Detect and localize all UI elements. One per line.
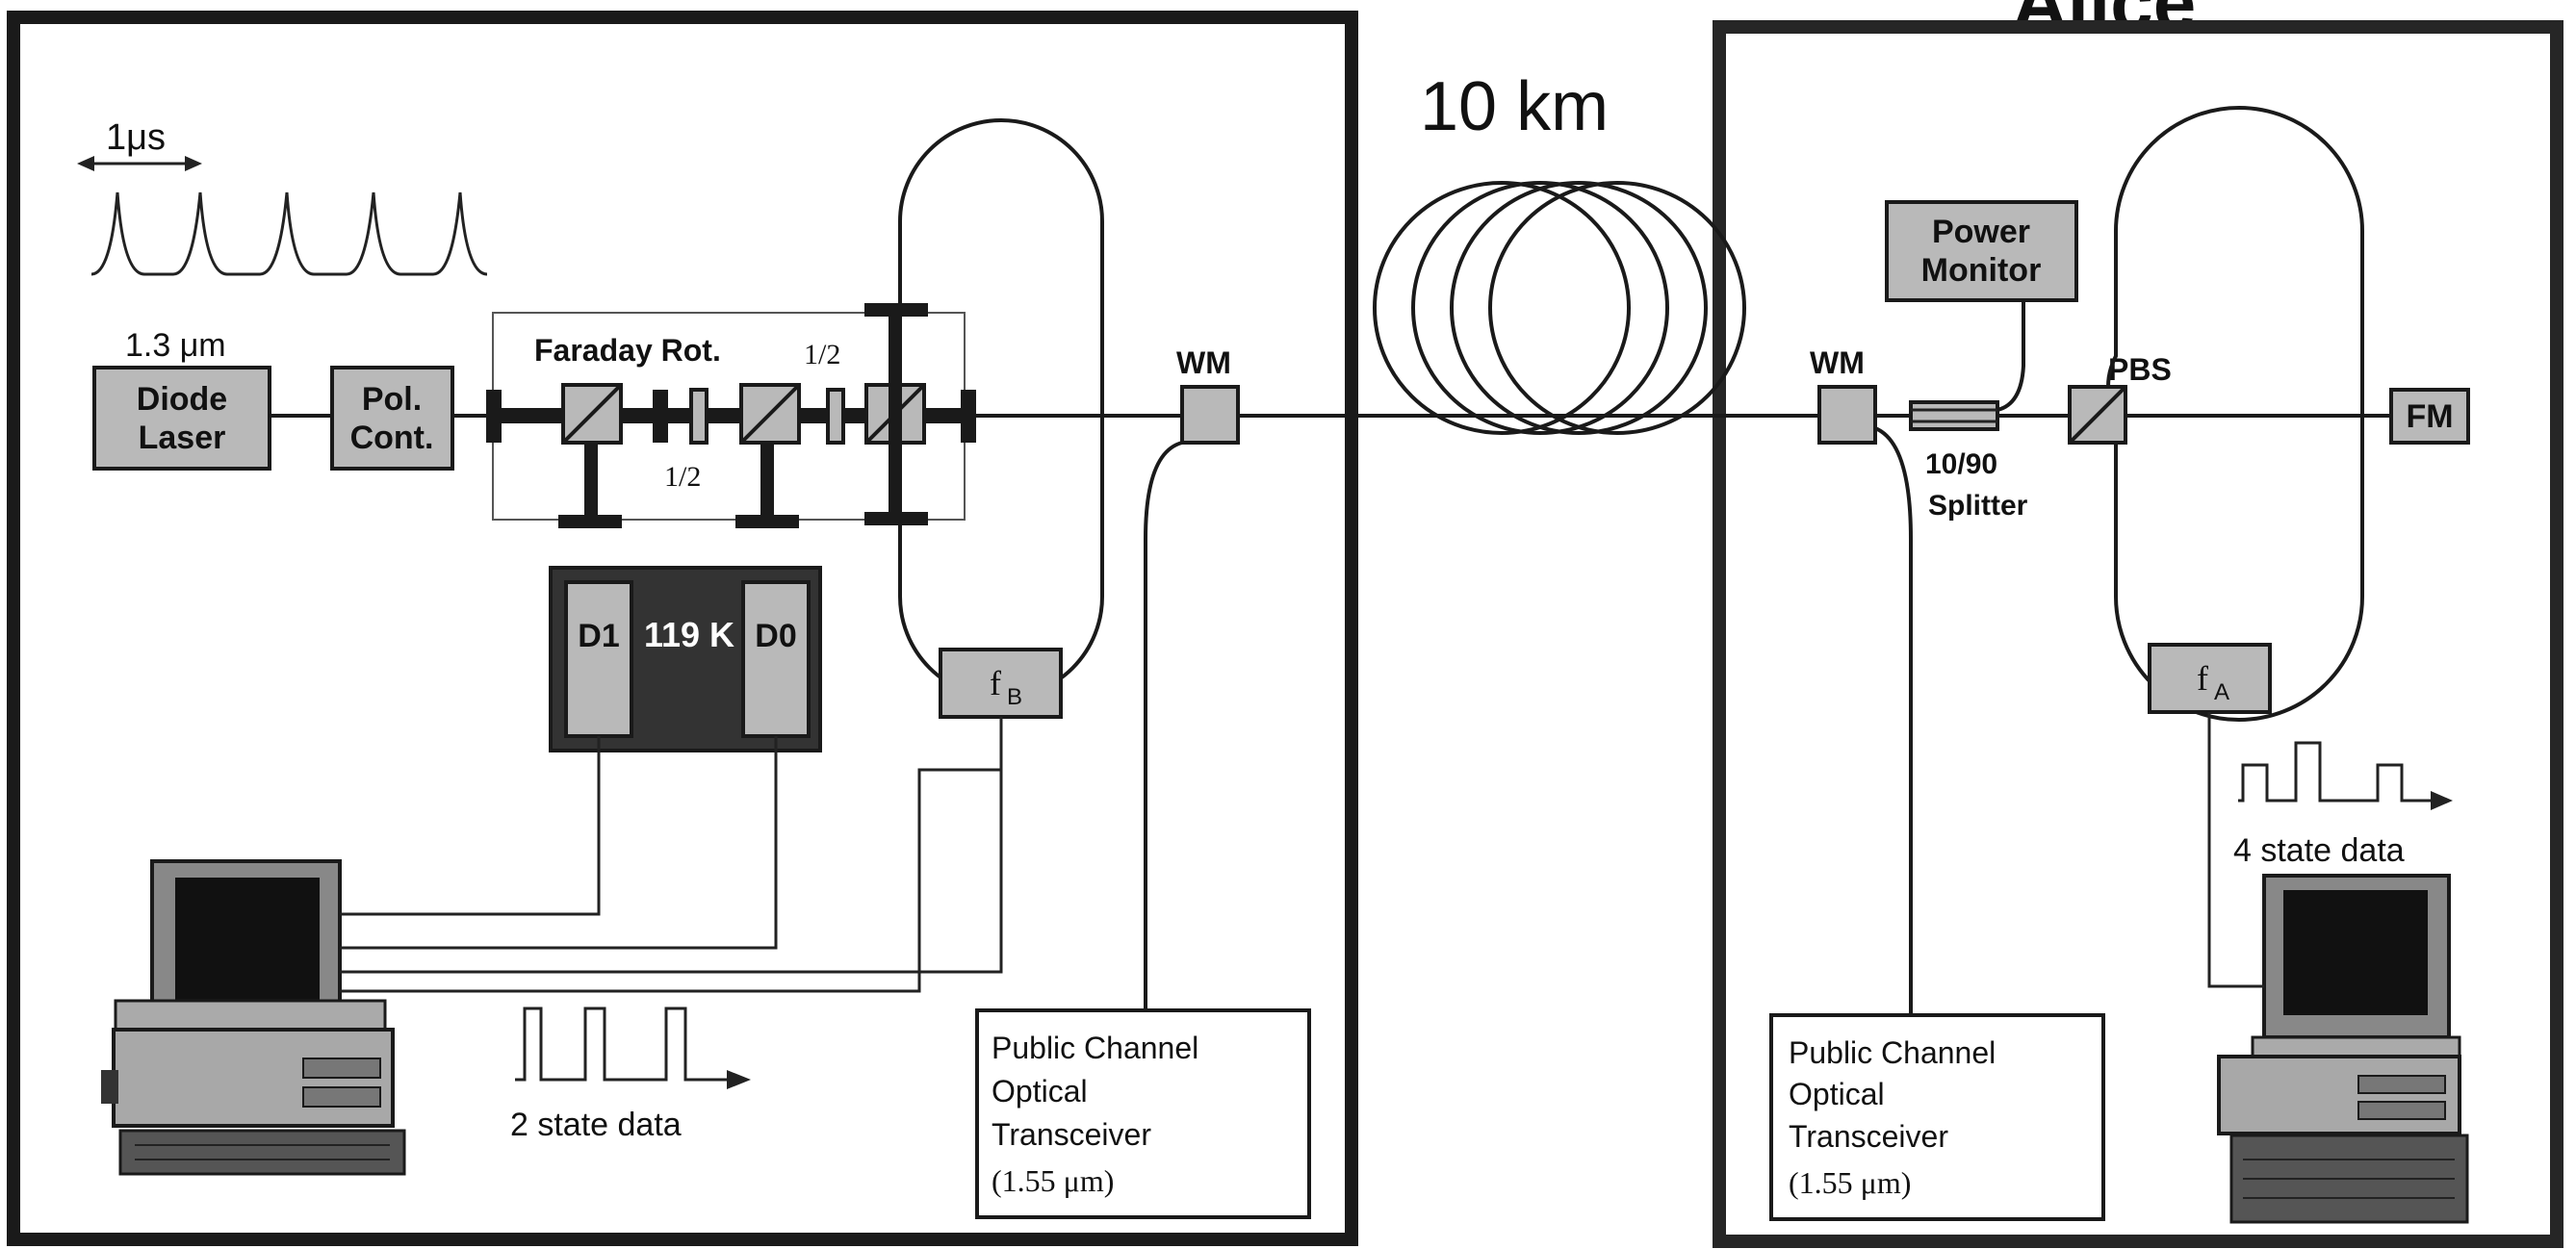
svg-text:Optical: Optical xyxy=(992,1074,1088,1109)
cryostat: D1 D0 119 K xyxy=(549,566,822,752)
alice-frame xyxy=(1713,20,2563,1248)
svg-text:Laser: Laser xyxy=(139,420,226,456)
alice-public-channel-transceiver: Public Channel Optical Transceiver (1.55… xyxy=(1769,1013,2105,1221)
bob-public-channel-transceiver: Public Channel Optical Transceiver (1.55… xyxy=(975,1008,1311,1219)
polarizing-beam-splitter xyxy=(2068,385,2127,445)
alice-state-data-label: 4 state data xyxy=(2233,832,2405,869)
svg-text:D1: D1 xyxy=(578,618,619,654)
bob-phase-modulator: f B xyxy=(939,648,1063,719)
polarization-controller: Pol. Cont. xyxy=(330,366,454,471)
bob-frame xyxy=(7,11,1358,1246)
splitter-label-line2: Splitter xyxy=(1928,490,2028,522)
bob-computer xyxy=(101,859,406,1176)
svg-text:Transceiver: Transceiver xyxy=(1789,1119,1948,1154)
diode-laser: Diode Laser xyxy=(92,366,271,471)
svg-text:Power: Power xyxy=(1932,214,2030,250)
detector-d0 xyxy=(741,580,811,738)
alice-wdm xyxy=(1817,385,1877,445)
bob-half-wave-plate-2 xyxy=(826,388,845,445)
svg-text:D0: D0 xyxy=(755,618,796,654)
cryostat-temperature: 119 K xyxy=(644,615,734,654)
svg-text:A: A xyxy=(2214,679,2229,705)
laser-wavelength-label: 1.3 μm xyxy=(125,327,226,364)
alice-four-state-data-graphic: 4 state data xyxy=(2233,741,2453,869)
svg-text:FM: FM xyxy=(2406,398,2453,435)
pulse-train-graphic: 1μs xyxy=(77,117,488,276)
half-wave-label-bottom: 1/2 xyxy=(664,461,701,493)
faraday-rotator-label: Faraday Rot. xyxy=(534,333,721,368)
svg-text:Pol.: Pol. xyxy=(362,381,422,418)
svg-text:Cont.: Cont. xyxy=(350,420,434,456)
svg-text:B: B xyxy=(1007,684,1022,710)
pbs-label: PBS xyxy=(2108,352,2172,387)
svg-text:(1.55 μm): (1.55 μm) xyxy=(1789,1165,1911,1200)
bob-half-wave-plate-1 xyxy=(689,388,708,445)
alice-computer xyxy=(2217,874,2469,1224)
detector-d1 xyxy=(564,580,633,738)
svg-text:f: f xyxy=(2197,659,2208,698)
fiber-spool xyxy=(1373,181,1746,435)
alice-phase-modulator: f A xyxy=(2148,643,2272,714)
splitter-label-line1: 10/90 xyxy=(1925,448,1997,480)
half-wave-label-top: 1/2 xyxy=(804,339,840,370)
power-monitor: Power Monitor xyxy=(1885,200,2078,302)
svg-text:Public Channel: Public Channel xyxy=(992,1031,1198,1065)
svg-text:(1.55 μm): (1.55 μm) xyxy=(992,1163,1114,1198)
svg-text:Transceiver: Transceiver xyxy=(992,1117,1151,1152)
svg-text:Monitor: Monitor xyxy=(1921,252,2042,289)
svg-text:Public Channel: Public Channel xyxy=(1789,1035,1996,1070)
bob-two-state-data-graphic: 2 state data xyxy=(510,1007,751,1143)
alice-splitter xyxy=(1909,400,1999,431)
bob-state-data-label: 2 state data xyxy=(510,1107,682,1143)
svg-text:f: f xyxy=(990,664,1001,702)
bob-beam-splitter-1 xyxy=(561,383,623,445)
alice-wdm-label: WM xyxy=(1810,345,1865,380)
bob-wdm-label: WM xyxy=(1176,345,1231,380)
faraday-mirror xyxy=(2389,388,2470,445)
svg-text:Diode: Diode xyxy=(137,381,227,418)
svg-text:Optical: Optical xyxy=(1789,1077,1885,1111)
pulse-period-label: 1μs xyxy=(106,117,166,158)
fiber-length-label: 10 km xyxy=(1420,68,1609,145)
bob-beam-splitter-2 xyxy=(739,383,801,445)
bob-wdm xyxy=(1180,385,1240,445)
